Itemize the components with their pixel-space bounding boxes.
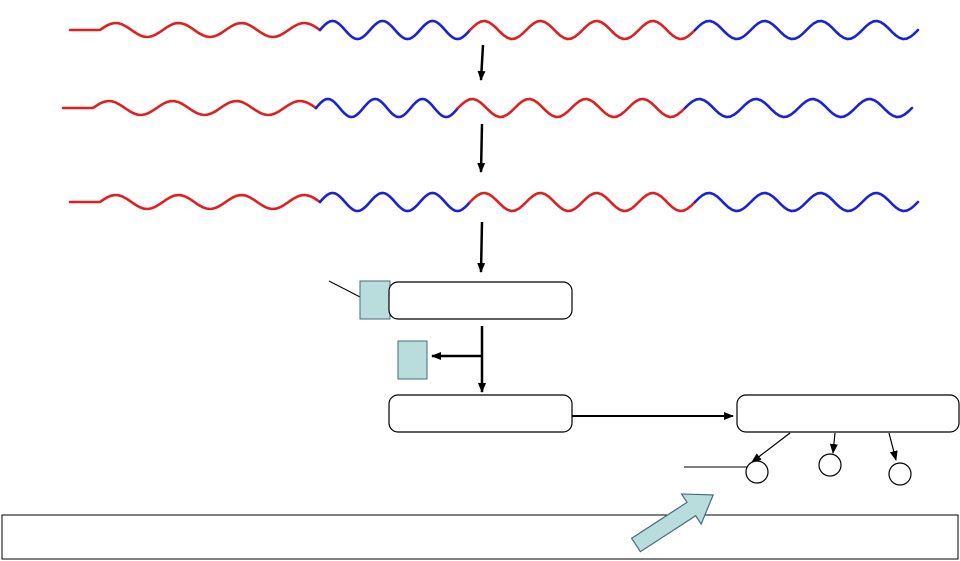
pointer-line-upper-square [328, 280, 363, 299]
strand-row-3 [68, 191, 920, 213]
strand-segment-red [468, 19, 697, 41]
lower-rounded-box [388, 394, 573, 433]
arrow-to-product-1 [751, 432, 791, 463]
block-arrow [630, 493, 715, 553]
strand-segment-red [468, 191, 697, 213]
arrow-to-product-3 [888, 432, 898, 461]
arrow-strand3-to-upper-box [477, 221, 486, 273]
strand-segment-blue [314, 97, 460, 119]
strand-row-1 [68, 19, 920, 41]
upper-small-square [359, 280, 391, 320]
product-circle-2 [818, 453, 842, 477]
arrow-to-product-2 [829, 432, 838, 454]
strand-segment-red [68, 193, 322, 211]
right-rounded-box [736, 394, 960, 433]
strand-segment-blue [693, 19, 920, 41]
upper-rounded-box [388, 281, 573, 320]
product-circle-3 [888, 462, 912, 486]
released-small-square [397, 340, 428, 380]
strand-segment-blue [683, 97, 914, 119]
strand-segment-red [61, 99, 318, 117]
strand-segment-blue [318, 191, 472, 213]
product-circle-1 [745, 460, 769, 484]
arrow-strand2-to-strand3 [477, 123, 486, 173]
strand-segment-blue [693, 191, 920, 213]
strand-segment-blue [318, 19, 472, 41]
strand-segment-red [456, 97, 687, 119]
strand-segment-red [68, 21, 322, 39]
strand-row-2 [61, 97, 914, 119]
caption-box [1, 514, 959, 560]
arrow-strand1-to-strand2 [477, 44, 486, 81]
